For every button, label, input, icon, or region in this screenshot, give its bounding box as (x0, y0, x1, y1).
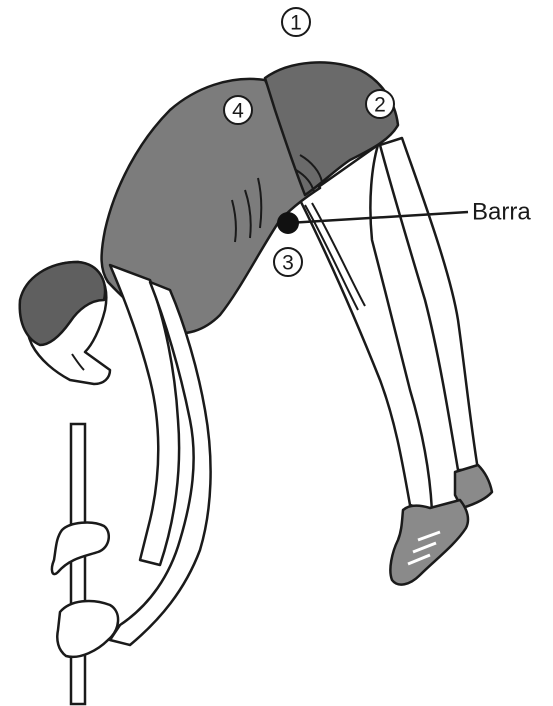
legs-icon (300, 138, 478, 512)
vaulting-pole-icon (71, 424, 85, 704)
marker-4-label: 4 (232, 100, 244, 123)
crossbar-dot-icon (277, 212, 468, 234)
marker-3: 3 (274, 248, 302, 276)
marker-1: 1 (282, 8, 310, 36)
head-icon (20, 262, 110, 384)
marker-2-label: 2 (374, 94, 386, 117)
marker-2: 2 (366, 90, 394, 118)
bar-label: Barra (472, 199, 531, 226)
marker-3-label: 3 (282, 252, 294, 275)
marker-4: 4 (224, 96, 252, 124)
marker-1-label: 1 (290, 12, 302, 35)
